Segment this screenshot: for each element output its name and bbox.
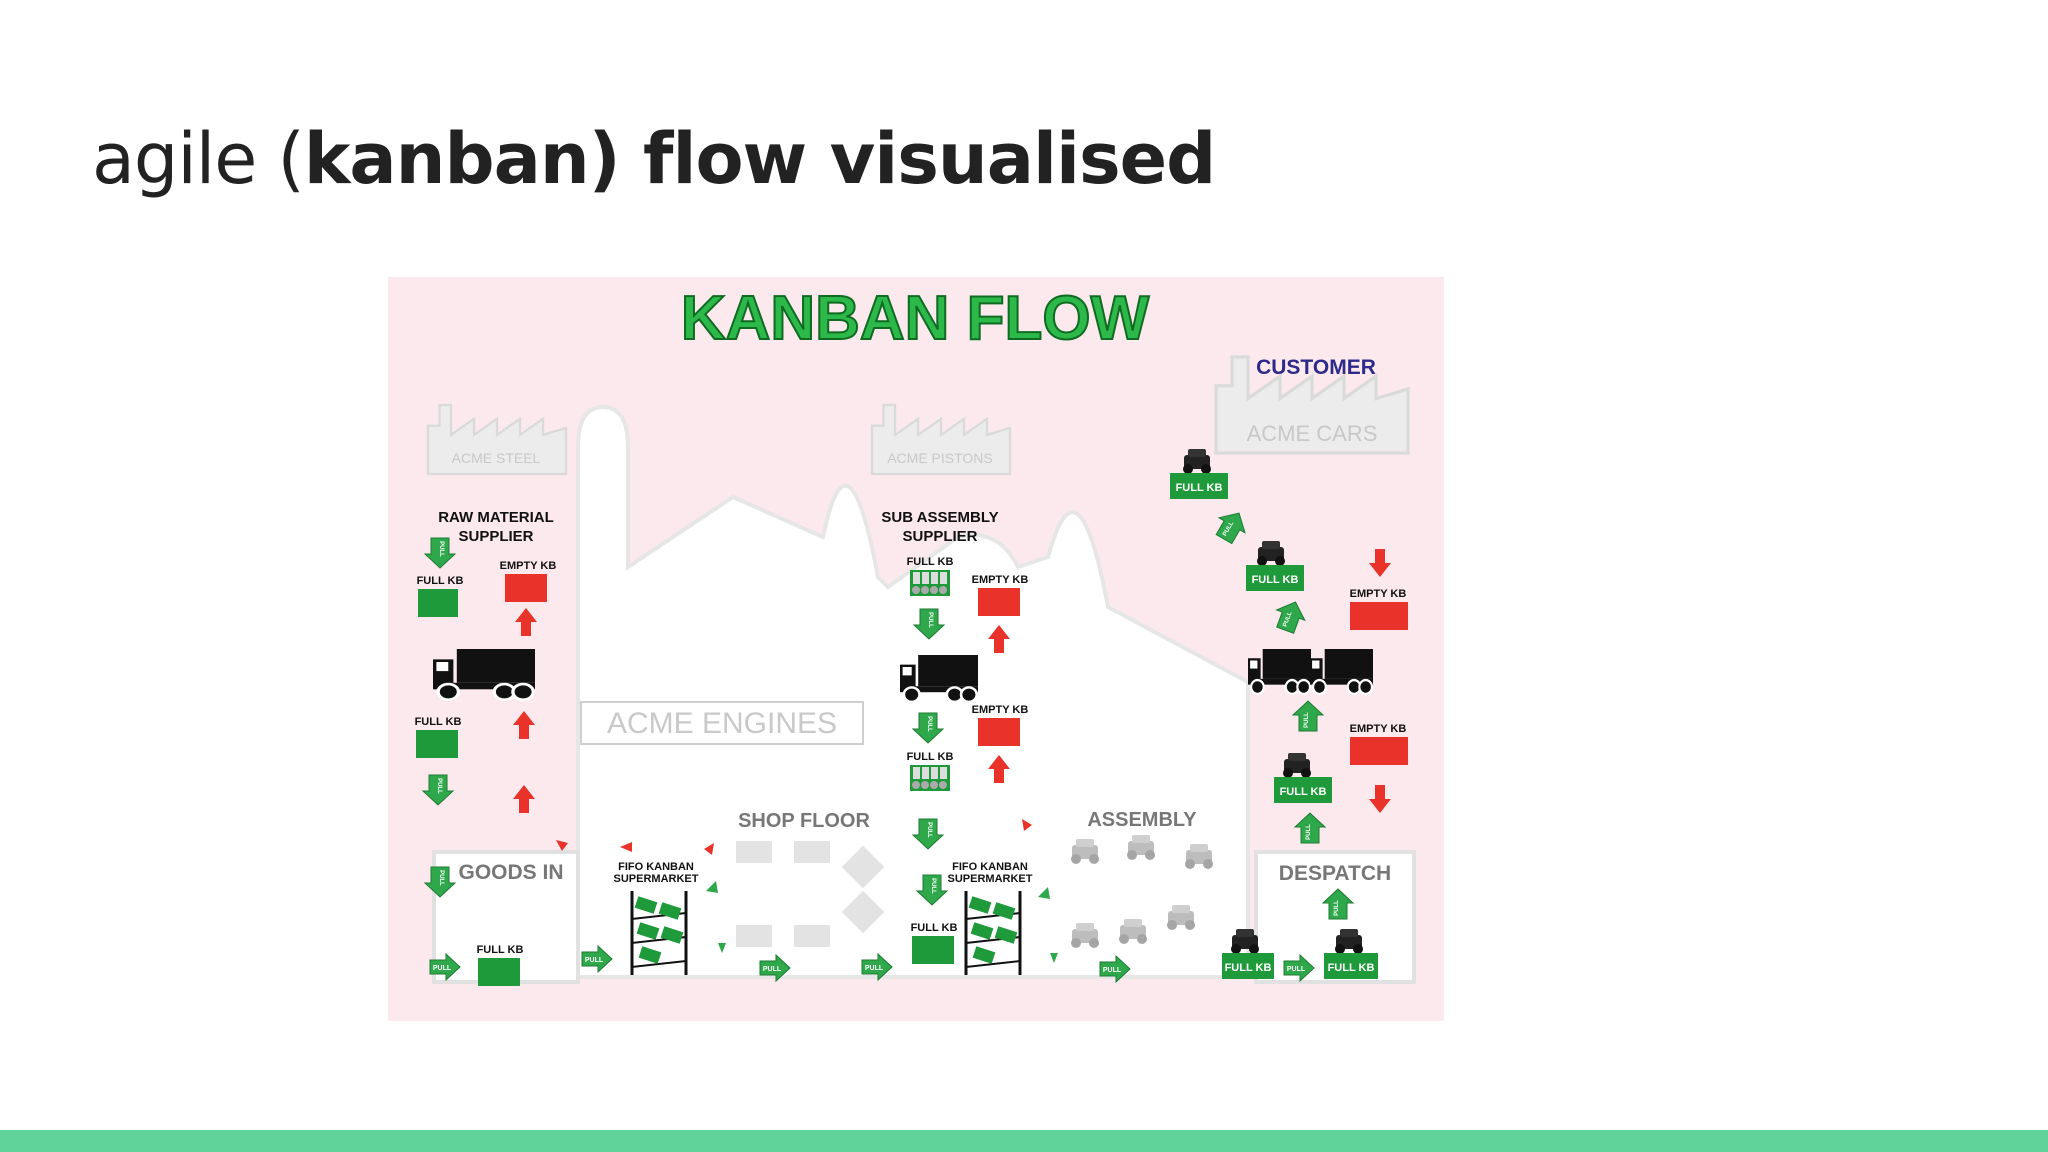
red-arrow — [1022, 819, 1032, 831]
green-arrow — [1038, 887, 1050, 899]
raw-material-label-2: SUPPLIER — [458, 528, 533, 545]
red-arrow — [556, 840, 568, 851]
full-kb-label: FULL KB — [415, 716, 462, 728]
red-arrow — [620, 842, 632, 852]
full-kb-card — [478, 958, 520, 986]
full-kb-label: FULL KB — [1280, 786, 1327, 798]
footer-accent-bar — [0, 1130, 2048, 1152]
green-arrow — [706, 881, 718, 893]
full-kb-label: FULL KB — [911, 922, 958, 934]
goods-in-label: GOODS IN — [458, 861, 563, 884]
empty-kb-label: EMPTY KB — [500, 560, 557, 572]
full-kb-label: FULL KB — [1328, 962, 1375, 974]
empty-kb-label: EMPTY KB — [972, 704, 1029, 716]
kanban-flow-diagram: PULL PULL — [388, 277, 1444, 1021]
piston-kanban-box — [910, 570, 950, 596]
shop-floor-label: SHOP FLOOR — [738, 810, 870, 832]
empty-kb-label: EMPTY KB — [972, 574, 1029, 586]
empty-kb-label: EMPTY KB — [1350, 588, 1407, 600]
fifo-label: FIFO KANBAN — [618, 861, 694, 873]
empty-kb-card — [505, 574, 547, 602]
sub-assembly-label-2: SUPPLIER — [902, 528, 977, 545]
full-kb-card — [1170, 473, 1228, 499]
full-kb-card — [1246, 565, 1304, 591]
machine — [794, 841, 830, 863]
full-kb-card — [1222, 953, 1274, 979]
green-arrow — [718, 943, 726, 953]
kanban-flow-heading: KANBAN FLOW — [681, 284, 1150, 353]
acme-pistons-label: ACME PISTONS — [887, 450, 993, 466]
full-kb-label: FULL KB — [907, 751, 954, 763]
empty-kb-card — [1350, 737, 1408, 765]
piston-kanban-box — [910, 765, 950, 791]
acme-engines-label: ACME ENGINES — [607, 707, 837, 740]
full-kb-card — [418, 589, 458, 617]
full-kb-label: FULL KB — [1176, 482, 1223, 494]
raw-material-label: RAW MATERIAL — [438, 509, 554, 526]
full-kb-label: FULL KB — [1225, 962, 1272, 974]
full-kb-card — [1274, 777, 1332, 803]
assembly-label: ASSEMBLY — [1087, 809, 1197, 831]
fifo-label-2: SUPERMARKET — [614, 873, 699, 885]
title-bold: kanban) flow visualised — [303, 118, 1216, 200]
full-kb-card — [912, 936, 954, 964]
fifo-label: FIFO KANBAN — [952, 861, 1028, 873]
empty-kb-label: EMPTY KB — [1350, 723, 1407, 735]
despatch-label: DESPATCH — [1279, 862, 1391, 885]
acme-cars-label: ACME CARS — [1247, 421, 1378, 446]
empty-kb-card — [978, 718, 1020, 746]
green-arrow — [1050, 953, 1058, 963]
red-arrow — [704, 843, 714, 855]
full-kb-label: FULL KB — [907, 556, 954, 568]
customer-label: CUSTOMER — [1256, 356, 1376, 379]
title-light: agile ( — [92, 118, 305, 200]
fifo-label-2: SUPERMARKET — [948, 873, 1033, 885]
full-kb-card — [1324, 953, 1378, 979]
machine — [736, 925, 772, 947]
sub-assembly-label: SUB ASSEMBLY — [881, 509, 998, 526]
full-kb-card — [416, 730, 458, 758]
machine — [794, 925, 830, 947]
slide-title: agile (kanban) flow visualised — [92, 118, 1216, 200]
acme-steel-label: ACME STEEL — [452, 450, 541, 466]
machine — [736, 841, 772, 863]
full-kb-label: FULL KB — [1252, 574, 1299, 586]
full-kb-label: FULL KB — [477, 944, 524, 956]
empty-kb-card — [978, 588, 1020, 616]
acme-engines-sign — [580, 701, 864, 745]
full-kb-label: FULL KB — [417, 575, 464, 587]
empty-kb-card — [1350, 602, 1408, 630]
